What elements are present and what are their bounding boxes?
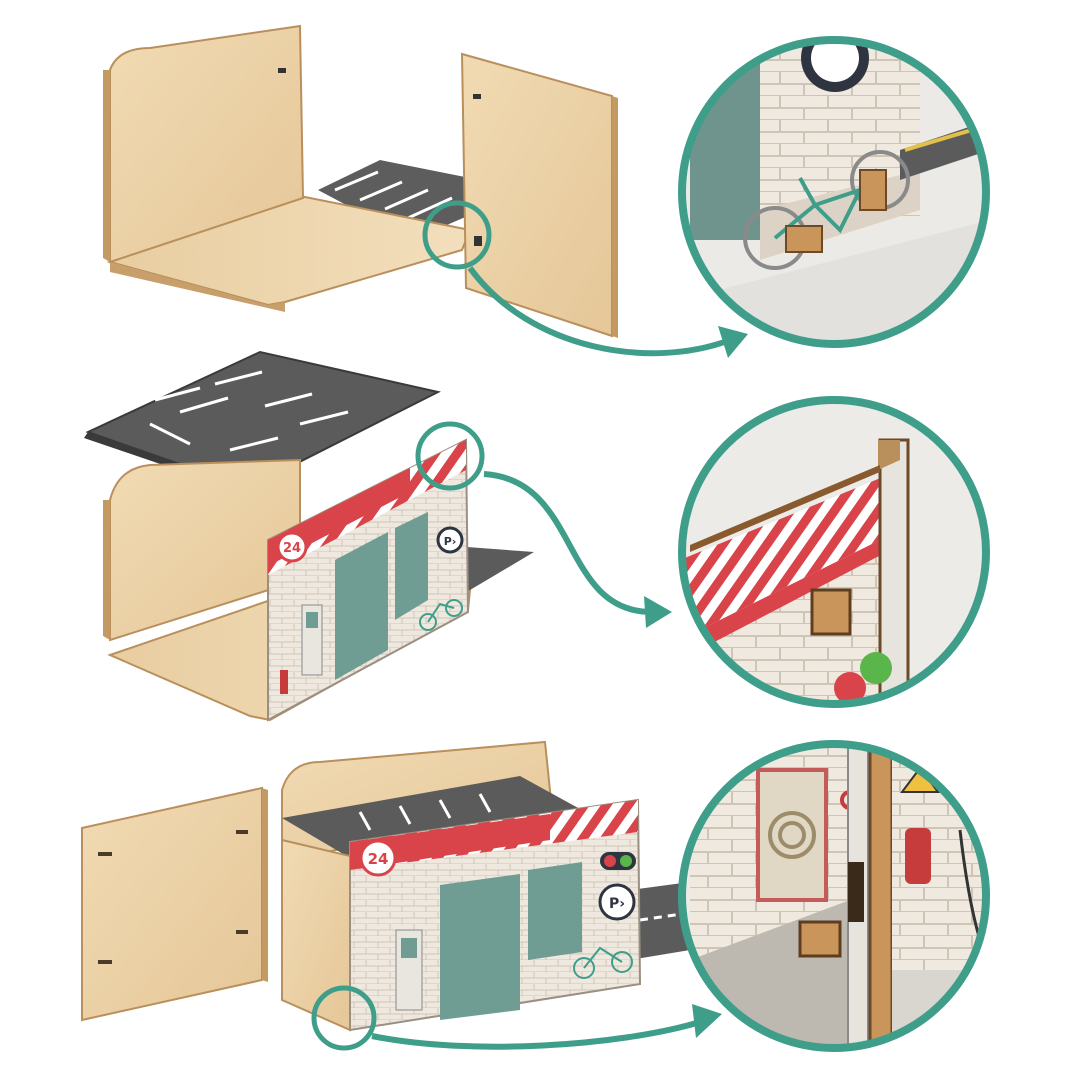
front-facade-panel: 24 P›: [267, 438, 470, 722]
hours-badge-label: 24: [283, 541, 301, 556]
hours-badge: [359, 839, 397, 877]
magnifier-circle-icon: [678, 36, 990, 348]
fire-extinguisher-icon: [280, 670, 288, 694]
side-panel-joint-detail: [678, 740, 990, 1052]
magnifier-circle-icon: [422, 200, 492, 270]
parking-sign-label: P›: [609, 896, 625, 912]
wall-tab-detail: [678, 396, 990, 708]
bicycle-icon: [573, 946, 633, 979]
hours-badge-label: 24: [368, 850, 389, 868]
traffic-light-icon: [600, 852, 636, 870]
magnifier-circle-icon: [678, 396, 990, 708]
arrow-icon: [467, 266, 732, 357]
parking-sign-label: P›: [444, 535, 457, 548]
bicycle-rack-detail: [678, 36, 990, 348]
step-3-assembly: 24 P›: [81, 740, 722, 1051]
parking-sign-icon: [598, 883, 636, 921]
front-facade-panel: 24 P›: [349, 798, 642, 1032]
magnifier-circle-icon: [678, 740, 990, 1052]
magnifier-circle-icon: [311, 985, 377, 1051]
parking-sign-icon: [436, 526, 464, 554]
traffic-light-icon: [834, 652, 892, 704]
arrow-icon: [371, 1019, 701, 1050]
hours-badge: [276, 531, 308, 563]
magnifier-circle-icon: [415, 421, 485, 491]
step-1-assembly: [103, 24, 748, 358]
fire-extinguisher-icon: [905, 828, 931, 884]
arrow-icon: [483, 471, 651, 615]
step-2-assembly: 24 P›: [84, 350, 672, 722]
